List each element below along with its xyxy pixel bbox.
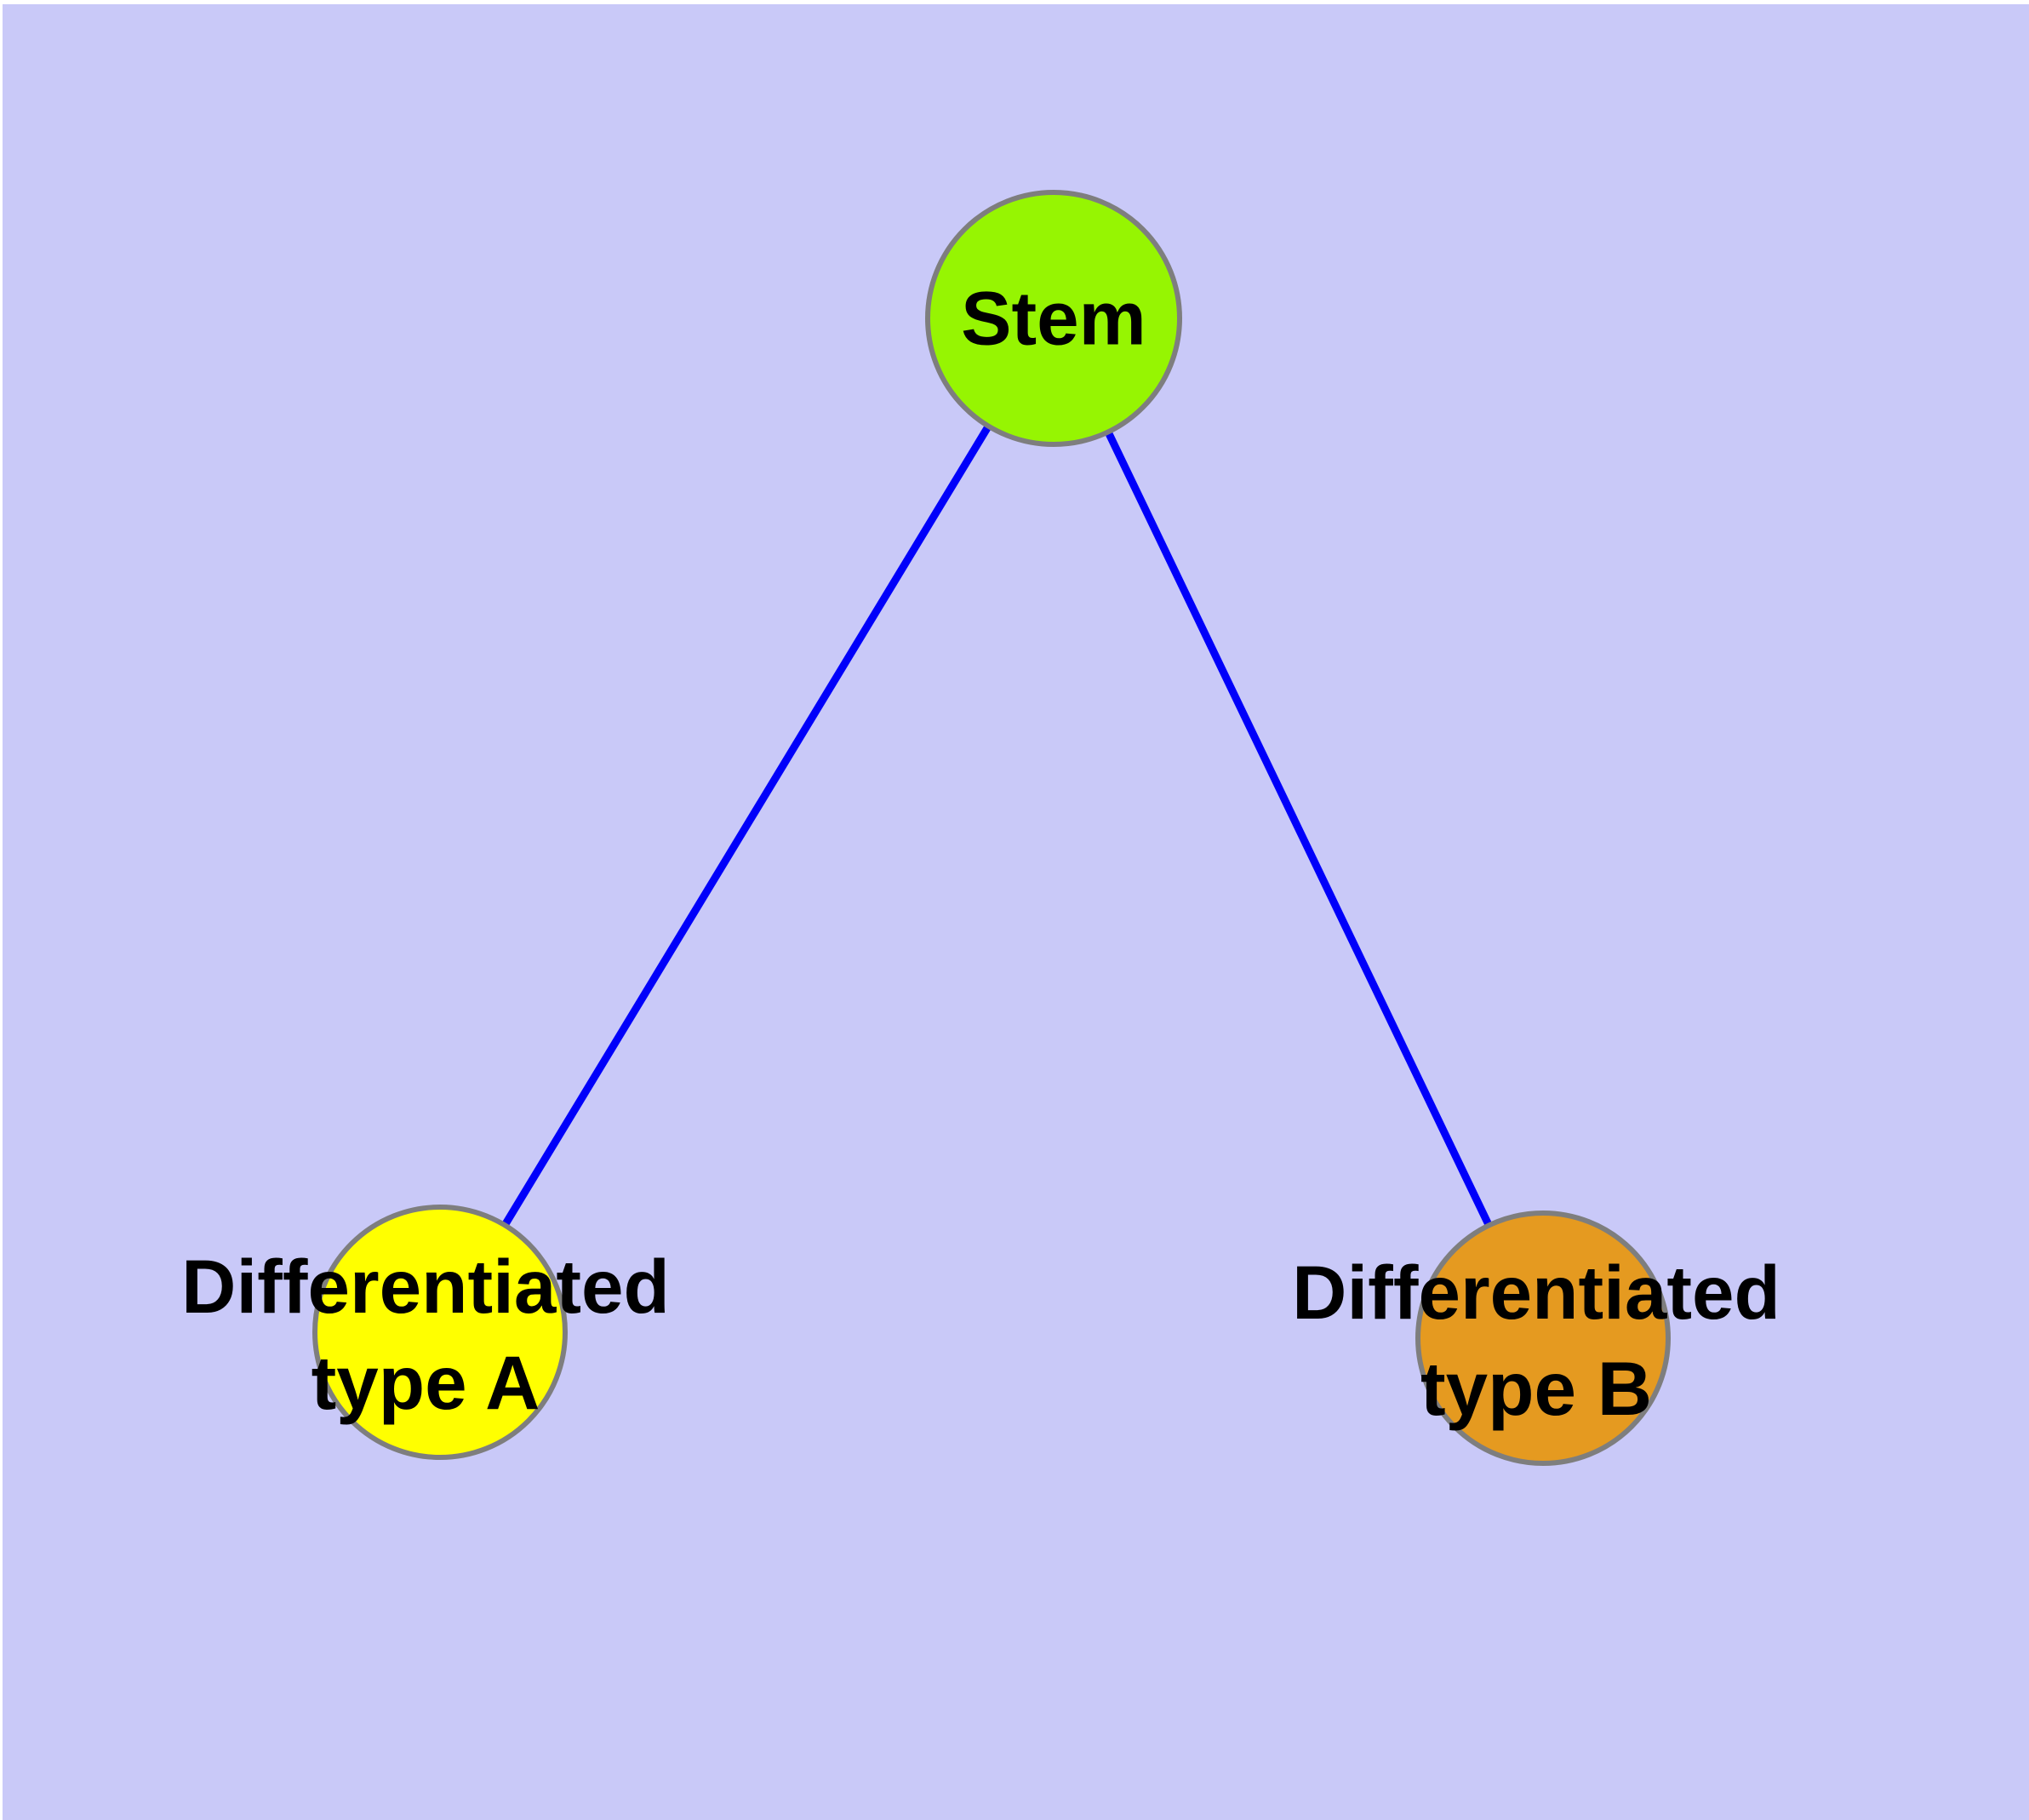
label-line: type A: [311, 1340, 540, 1425]
node-label-stem: Stem: [961, 271, 1146, 367]
node-label-differentiated-type-a: Differentiated type A: [181, 1239, 670, 1431]
label-line: type B: [1420, 1346, 1652, 1431]
node-label-differentiated-type-b: Differentiated type B: [1292, 1245, 1780, 1437]
node-stem: [925, 190, 1182, 447]
label-line: Differentiated: [181, 1244, 670, 1329]
node-differentiated-type-a: [312, 1205, 568, 1460]
edge-stem-to-type-a: [437, 316, 1057, 1335]
edge-stem-to-type-b: [1049, 317, 1547, 1340]
label-line: Stem: [961, 275, 1146, 361]
edges-layer: [437, 316, 1547, 1340]
diagram-canvas: Stem Differentiated type A Differentiate…: [3, 4, 2029, 1820]
label-line: Differentiated: [1292, 1250, 1780, 1335]
node-differentiated-type-b: [1415, 1210, 1671, 1466]
